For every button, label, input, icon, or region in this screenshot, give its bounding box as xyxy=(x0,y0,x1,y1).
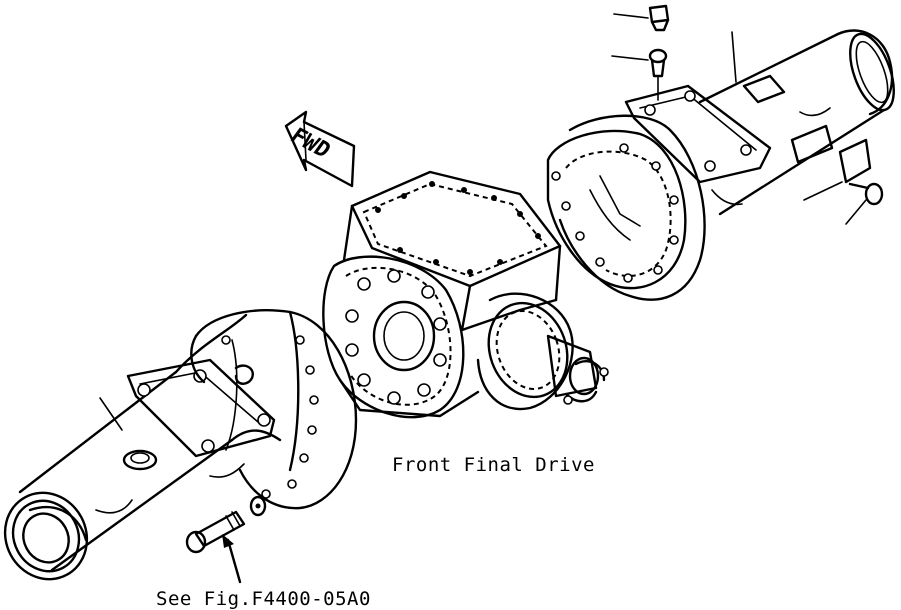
drawing-caption: Front Final Drive xyxy=(392,454,595,476)
figure-reference: See Fig.F4400-05A0 xyxy=(156,588,371,610)
right-axle-housing xyxy=(624,29,895,216)
mounting-bolt-left xyxy=(185,495,267,554)
differential-carrier xyxy=(322,170,609,419)
right-flange-bolts xyxy=(551,143,679,283)
reference-arrow xyxy=(222,534,242,584)
elbow-fitting xyxy=(611,48,668,101)
carrier-face-bolts xyxy=(345,269,447,405)
left-axle-housing xyxy=(3,313,282,581)
breather-fitting xyxy=(613,4,670,32)
left-brake-housing xyxy=(190,309,358,510)
right-brake-housing xyxy=(546,114,706,301)
left-flange-bolts xyxy=(221,335,319,499)
plug-bolt-right xyxy=(845,182,884,225)
cover-bolts xyxy=(375,181,541,275)
fwd-direction-arrow xyxy=(284,110,356,188)
